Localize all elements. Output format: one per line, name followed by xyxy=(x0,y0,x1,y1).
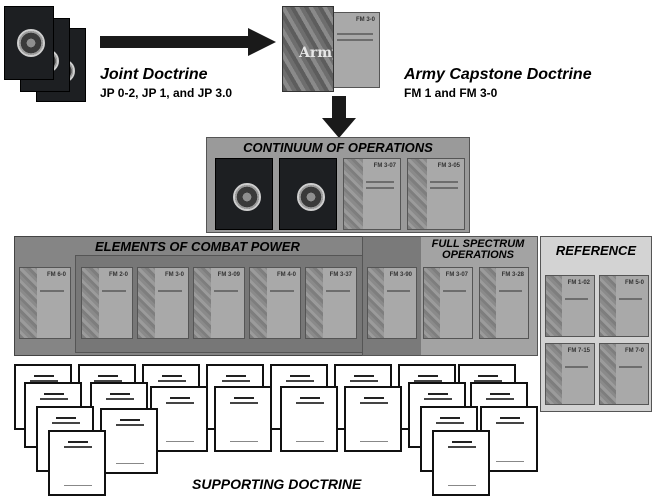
joint-book-1 xyxy=(4,6,54,80)
reference-book-3: FM 7-15 xyxy=(545,343,595,405)
elements-book-4: FM 3-09 xyxy=(193,267,245,339)
reference-book-2: FM 5-0 xyxy=(599,275,649,337)
supporting-doctrine-title: SUPPORTING DOCTRINE xyxy=(192,476,362,492)
support-doc xyxy=(432,430,490,496)
capstone-book-fm1: Army xyxy=(282,6,334,92)
fso-book-1: FM 3-90 xyxy=(367,267,417,339)
continuum-title: CONTINUUM OF OPERATIONS xyxy=(243,140,433,155)
arrow-joint-to-capstone xyxy=(100,28,276,56)
supporting-doctrine-area: SUPPORTING DOCTRINE xyxy=(0,360,540,498)
reference-title: REFERENCE xyxy=(555,243,637,258)
support-doc xyxy=(214,386,272,452)
support-doc xyxy=(100,408,158,474)
elements-book-1: FM 6-0 xyxy=(19,267,71,339)
continuum-book-4: FM 3-05 xyxy=(407,158,465,230)
elements-book-6: FM 3-37 xyxy=(305,267,357,339)
elements-book-3: FM 3-0 xyxy=(137,267,189,339)
continuum-book-1 xyxy=(215,158,273,230)
continuum-panel: CONTINUUM OF OPERATIONS FM 3-07 FM 3-05 xyxy=(206,137,470,233)
support-doc xyxy=(280,386,338,452)
arrow-capstone-to-continuum xyxy=(322,96,356,138)
fso-book-3: FM 3-28 xyxy=(479,267,529,339)
reference-panel: REFERENCE FM 1-02 FM 5-0 FM 7-15 FM 7-0 xyxy=(540,236,652,412)
capstone-stack: FM 3-0 Army xyxy=(282,6,382,96)
capstone-subtitle: FM 1 and FM 3-0 xyxy=(404,86,498,100)
elements-panel: ELEMENTS OF COMBAT POWER FM 6-0 FM 2-0 F… xyxy=(14,236,364,356)
joint-doctrine-subtitle: JP 0-2, JP 1, and JP 3.0 xyxy=(100,86,233,100)
elements-book-5: FM 4-0 xyxy=(249,267,301,339)
joint-doctrine-stack xyxy=(4,6,94,106)
elements-title: ELEMENTS OF COMBAT POWER xyxy=(95,239,300,254)
reference-book-1: FM 1-02 xyxy=(545,275,595,337)
support-doc xyxy=(150,386,208,452)
capstone-book-fm3-0: FM 3-0 xyxy=(328,12,380,88)
reference-book-4: FM 7-0 xyxy=(599,343,649,405)
capstone-cover-word: Army xyxy=(299,45,333,61)
fso-book-2: FM 3-07 xyxy=(423,267,473,339)
fso-title: FULL SPECTRUM OPERATIONS xyxy=(431,238,525,261)
support-doc xyxy=(344,386,402,452)
continuum-book-2 xyxy=(279,158,337,230)
joint-doctrine-title: Joint Doctrine xyxy=(100,66,208,83)
continuum-book-3: FM 3-07 xyxy=(343,158,401,230)
support-doc xyxy=(48,430,106,496)
capstone-title: Army Capstone Doctrine xyxy=(404,66,592,83)
elements-book-2: FM 2-0 xyxy=(81,267,133,339)
fso-panel: FULL SPECTRUM OPERATIONS FM 3-90 FM 3-07… xyxy=(362,236,538,356)
